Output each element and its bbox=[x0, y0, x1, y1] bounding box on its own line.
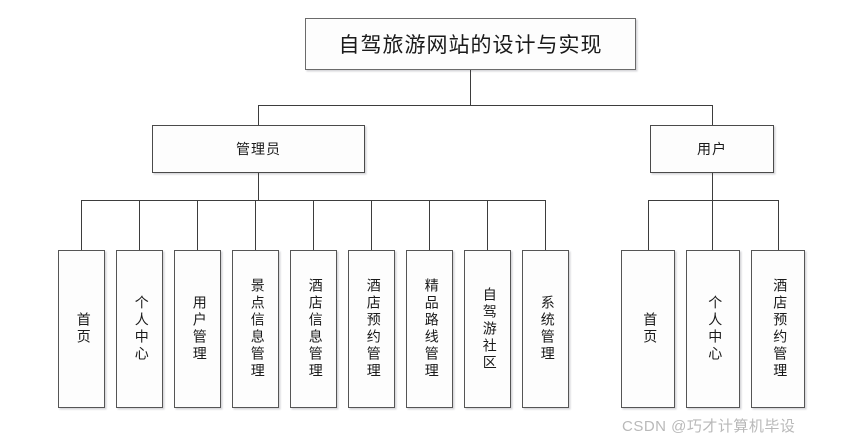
connector-admin-child-8-drop bbox=[545, 200, 546, 250]
connector-user-trunk bbox=[712, 173, 713, 200]
leaf-node-admin-6: 精品路线管理 bbox=[406, 250, 453, 408]
leaf-node-admin-3: 景点信息管理 bbox=[232, 250, 279, 408]
connector-admin-child-1-drop bbox=[139, 200, 140, 250]
connector-admin-child-5-drop bbox=[371, 200, 372, 250]
connector-admin-child-6-drop bbox=[429, 200, 430, 250]
branch-node-user: 用户 bbox=[650, 125, 774, 173]
leaf-node-admin-8-label: 系统管理 bbox=[538, 295, 554, 363]
connector-branch-1-drop bbox=[712, 105, 713, 125]
leaf-node-admin-3-label: 景点信息管理 bbox=[248, 278, 264, 380]
root-node: 自驾旅游网站的设计与实现 bbox=[305, 18, 636, 70]
connector-admin-trunk bbox=[258, 173, 259, 200]
connector-admin-child-2-drop bbox=[197, 200, 198, 250]
branch-node-user-label: 用户 bbox=[697, 143, 727, 158]
leaf-node-user-0-label: 首页 bbox=[641, 312, 657, 346]
leaf-node-admin-1-label: 个人中心 bbox=[132, 295, 148, 363]
leaf-node-admin-1: 个人中心 bbox=[116, 250, 163, 408]
connector-user-child-bus bbox=[648, 200, 778, 201]
connector-root-trunk bbox=[470, 70, 471, 105]
branch-node-admin-label: 管理员 bbox=[236, 143, 281, 158]
connector-user-child-2-drop bbox=[778, 200, 779, 250]
leaf-node-admin-0-label: 首页 bbox=[74, 312, 90, 346]
leaf-node-admin-5: 酒店预约管理 bbox=[348, 250, 395, 408]
connector-admin-child-0-drop bbox=[81, 200, 82, 250]
csdn-watermark: CSDN @巧才计算机毕设 bbox=[622, 418, 796, 435]
connector-admin-child-3-drop bbox=[255, 200, 256, 250]
branch-node-admin: 管理员 bbox=[152, 125, 365, 173]
connector-admin-child-7-drop bbox=[487, 200, 488, 250]
leaf-node-admin-0: 首页 bbox=[58, 250, 105, 408]
connector-admin-child-4-drop bbox=[313, 200, 314, 250]
leaf-node-user-2: 酒店预约管理 bbox=[751, 250, 805, 408]
leaf-node-admin-4: 酒店信息管理 bbox=[290, 250, 337, 408]
leaf-node-admin-7: 自驾游社区 bbox=[464, 250, 511, 408]
leaf-node-admin-8: 系统管理 bbox=[522, 250, 569, 408]
leaf-node-admin-6-label: 精品路线管理 bbox=[422, 278, 438, 380]
leaf-node-user-1: 个人中心 bbox=[686, 250, 740, 408]
leaf-node-user-0: 首页 bbox=[621, 250, 675, 408]
leaf-node-admin-2-label: 用户管理 bbox=[190, 295, 206, 363]
leaf-node-user-1-label: 个人中心 bbox=[706, 295, 722, 363]
connector-root-bus bbox=[258, 105, 712, 106]
connector-user-child-0-drop bbox=[648, 200, 649, 250]
root-node-label: 自驾旅游网站的设计与实现 bbox=[338, 33, 603, 57]
connector-user-child-1-drop bbox=[712, 200, 713, 250]
leaf-node-admin-5-label: 酒店预约管理 bbox=[364, 278, 380, 380]
leaf-node-admin-7-label: 自驾游社区 bbox=[480, 286, 496, 372]
connector-branch-0-drop bbox=[258, 105, 259, 125]
leaf-node-admin-4-label: 酒店信息管理 bbox=[306, 278, 322, 380]
leaf-node-user-2-label: 酒店预约管理 bbox=[771, 278, 787, 380]
leaf-node-admin-2: 用户管理 bbox=[174, 250, 221, 408]
